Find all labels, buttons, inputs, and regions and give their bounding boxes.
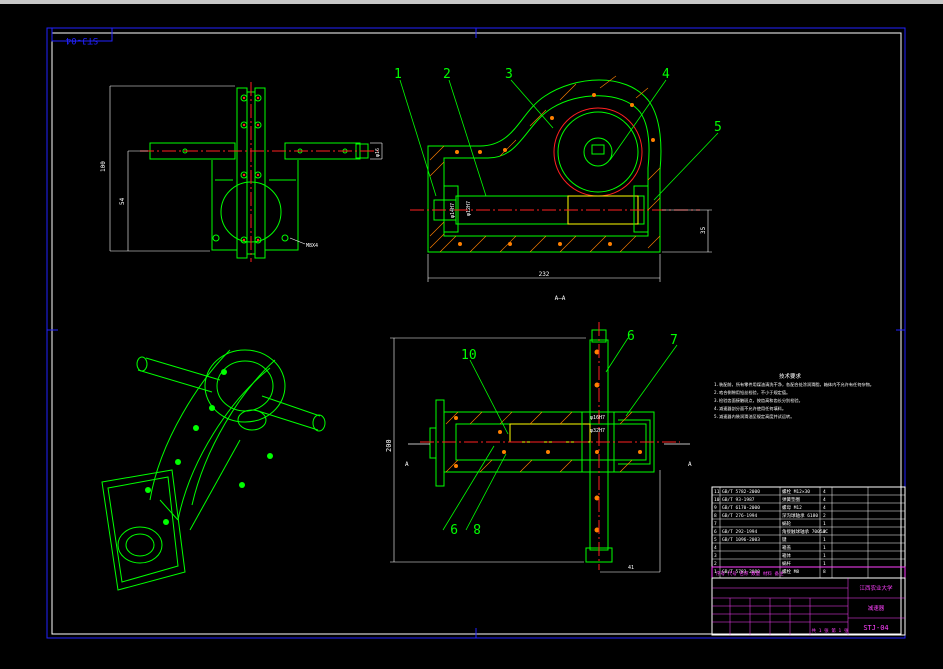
callout-4: 4 — [662, 67, 670, 82]
bom-cell-qty: 1 — [823, 537, 826, 543]
callout-8: 8 — [473, 520, 481, 535]
tech-note-5: 5.减速器内装润滑油至规定高度并试运转。 — [714, 413, 794, 420]
front-dim-total: 100 — [100, 161, 107, 172]
tech-note-3: 3.检验齿面接触斑点，按齿高和齿长分别检验。 — [714, 397, 803, 404]
section-view-top — [427, 79, 662, 253]
bom-cell-name: 蜗杆 — [782, 560, 791, 567]
bom-cell-no: 11 — [714, 489, 720, 495]
callout-5: 5 — [714, 120, 722, 135]
school-name: 江西农业大学 — [859, 584, 893, 592]
drawing-name: 减速器 — [868, 604, 885, 612]
title-block-grid — [712, 578, 905, 635]
bom-cell-code: GB/T 276-1994 — [722, 513, 758, 519]
dim-height-top: 35 — [700, 226, 707, 234]
front-dim-mid: 54 — [119, 197, 126, 205]
window-top-bar — [0, 0, 943, 4]
dim-fit-a: φ16H7 — [590, 415, 605, 421]
callout-7: 7 — [670, 333, 678, 348]
bom-cell-no: 2 — [714, 561, 717, 567]
bom-cell-name: 箱体 — [782, 552, 791, 559]
title-block: 江西农业大学 减速器 STJ-04 共 1 张 第 1 张 — [711, 577, 906, 636]
bom-cell-no: 10 — [714, 497, 720, 503]
bom-cell-code: GB/T 5782-2000 — [722, 489, 760, 495]
bom-cell-no: 5 — [714, 537, 717, 543]
bom-cell-name: 螺栓 M12×30 — [782, 488, 810, 495]
bom-cell-qty: 1 — [823, 553, 826, 559]
bom-cell-no: 3 — [714, 553, 717, 559]
sheet-info: 共 1 张 第 1 张 — [812, 627, 849, 634]
dim-fit-b: φ32H7 — [590, 428, 605, 434]
corner-code: STJ-04 — [66, 35, 99, 45]
callout-1: 1 — [394, 67, 402, 82]
isometric-view — [101, 349, 326, 591]
inner-border — [51, 32, 902, 635]
bom-cell-no: 7 — [714, 521, 717, 527]
bom-cell-qty: 8 — [823, 569, 826, 575]
section-top-bolts — [455, 93, 655, 246]
front-view — [149, 87, 369, 259]
dim-bore-b: φ12H7 — [466, 201, 472, 216]
front-hole-note: M8X4 — [306, 243, 318, 249]
callout-3: 3 — [505, 67, 513, 82]
bom-cell-name: 键 — [782, 536, 787, 543]
callout-leaders-bottom — [442, 337, 678, 531]
dim-bore-a: φ14H7 — [450, 203, 456, 218]
callout-leaders-top — [399, 79, 719, 201]
front-bolt-marks — [242, 96, 260, 242]
callout-2: 2 — [443, 67, 451, 82]
tech-note-2: 2.啮合侧隙用铅丝检验，不小于规定值。 — [714, 389, 790, 396]
bom-cell-code: GB/T 6170-2000 — [722, 505, 760, 511]
bom-cell-no: 6 — [714, 529, 717, 535]
bom-cell-qty: 1 — [823, 561, 826, 567]
bom-cell-qty: 2 — [823, 513, 826, 519]
bom-cell-name: 蜗轮 — [782, 520, 791, 527]
dim-section-height: 200 — [385, 439, 393, 452]
bom-cell-code: GB/T 1096-2003 — [722, 537, 760, 543]
cut-letter-right: A — [688, 461, 692, 468]
cut-letter-left: A — [405, 461, 409, 468]
front-dim-shaft: φ16 — [375, 148, 381, 157]
bom-cell-no: 1 — [714, 569, 717, 575]
callout-9: 9 — [450, 520, 458, 535]
bom-cell-qty: 4 — [823, 505, 826, 511]
dim-section-bottom: 41 — [628, 565, 634, 571]
bom-cell-name: 螺栓 M8 — [782, 568, 799, 575]
section-top-hatch — [429, 75, 661, 253]
bom-cell-qty: 1 — [823, 521, 826, 527]
bom-cell-name: 箱盖 — [782, 544, 791, 551]
bom-cell-name: 深沟球轴承 6180 — [782, 512, 818, 519]
bom-cell-name: 螺母 M12 — [782, 504, 802, 511]
section-bottom-dims — [390, 337, 661, 573]
bom-cell-code: GB/T 93-1987 — [722, 497, 755, 503]
bom-header: 序号 代号 名称 数量 材料 备注 — [716, 570, 784, 577]
section-bottom-bolts — [454, 349, 642, 533]
bom-cell-no: 4 — [714, 545, 717, 551]
isometric-bolts — [145, 369, 273, 525]
section-view-bottom — [429, 329, 655, 563]
section-label: A—A — [555, 295, 566, 302]
bom-cell-code: GB/T 292-1994 — [722, 529, 758, 535]
tech-notes-title: 技术要求 — [779, 372, 802, 380]
dim-length-top: 232 — [539, 271, 550, 278]
bom-cell-qty: 4 — [823, 489, 826, 495]
tech-note-1: 1.装配前，所有零件用煤油清洗干净，各配合处涂润滑脂，箱体内不允许有任何杂物。 — [714, 381, 874, 388]
front-dimension-lines — [109, 85, 383, 252]
bom-cell-qty: 1 — [823, 545, 826, 551]
corner-code-box — [51, 27, 113, 42]
drawing-code: STJ-04 — [863, 624, 888, 632]
section-top-dims — [427, 209, 712, 282]
bom-cell-qty: 4 — [823, 497, 826, 503]
bom-cell-name: 角接触球轴承 7005AC — [782, 528, 828, 535]
bom-cell-no: 8 — [714, 513, 717, 519]
bom-cell-code: GB/T 5783-2000 — [722, 569, 760, 575]
callout-6: 6 — [627, 329, 635, 344]
tech-note-4: 4.减速器剖分面不允许使用任何填料。 — [714, 405, 786, 412]
cad-drawing-sheet[interactable]: STJ-04 — [0, 4, 943, 669]
bom-cell-qty: 2 — [823, 529, 826, 535]
callout-10: 10 — [461, 348, 477, 363]
bom-cell-no: 9 — [714, 505, 717, 511]
bom-cell-name: 弹簧垫圈 — [782, 496, 800, 503]
